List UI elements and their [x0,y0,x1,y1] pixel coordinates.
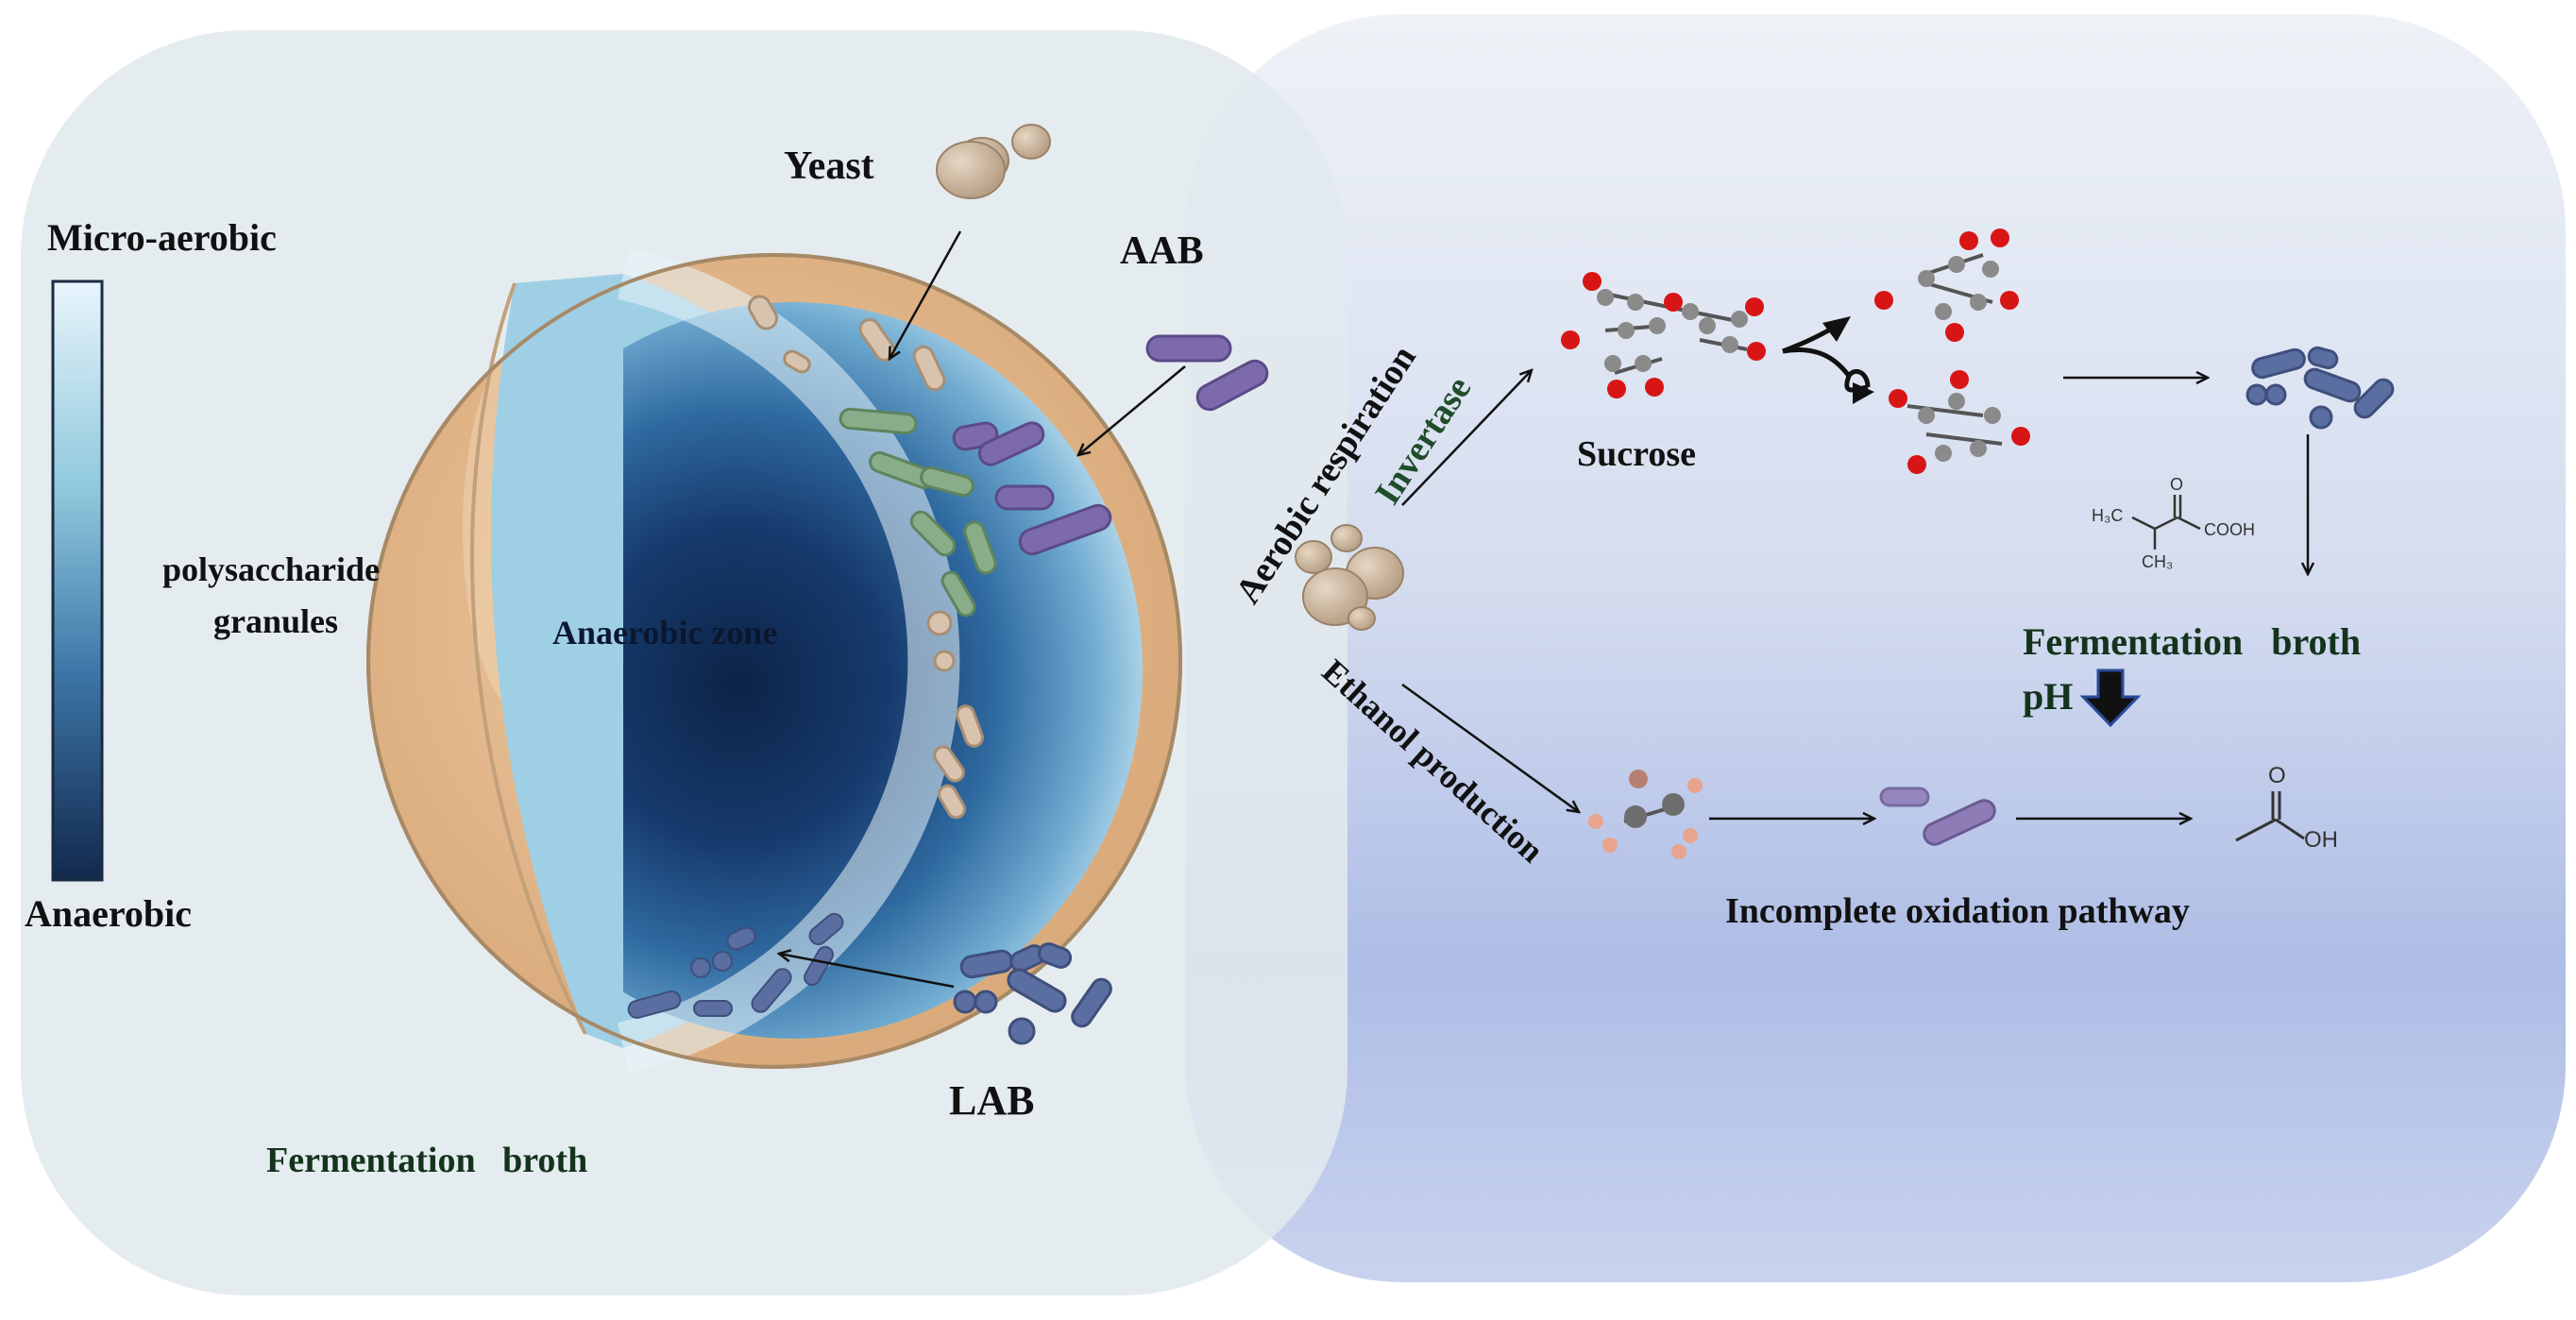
inner-lab-cells [627,912,844,1019]
aab-pathway-bacteria [1879,787,1996,846]
fermentation-broth-left-label: Fermentation broth [266,1141,588,1180]
yeast-cluster [1295,524,1404,631]
ethanol-molecule [1588,770,1703,859]
sucrose-molecule [1561,272,1766,398]
keto-acid-h3c-label: H₃C [2092,506,2124,525]
mixed-bacteria-right [2246,346,2395,430]
acetic-acid-structure [2235,791,2305,842]
keto-acid-ch3-label: CH₃ [2142,552,2174,571]
cell-sphere [366,248,1182,1074]
acetic-acid-o-label: O [2268,763,2286,788]
aab-label: AAB [1120,229,1204,273]
incomplete-oxidation-label: Incomplete oxidation pathway [1725,891,2190,931]
acetic-acid-oh-label: OH [2304,827,2338,853]
right-arrows [1401,370,2308,819]
yeast-label: Yeast [784,144,874,188]
keto-acid-cooh-label: COOH [2204,520,2255,539]
inner-yeast-cells [748,295,984,820]
ph-label: pH [2023,675,2074,718]
left-arrows [779,230,1186,989]
aab-bacteria [952,334,1269,556]
monosaccharide-molecules [1874,228,2030,474]
sucrose-label: Sucrose [1577,434,1696,474]
right-panel [1185,14,2566,1282]
ph-decrease-arrow-icon [2079,668,2142,728]
split-arrow [1782,316,1874,404]
yeast-icon [936,124,1051,199]
granules-label: granules [213,602,339,640]
polysaccharide-label: polysaccharide [162,550,380,588]
keto-acid-structure [2131,495,2201,550]
micro-aerobic-label: Micro-aerobic [47,216,277,259]
keto-acid-o-label: O [2170,475,2184,494]
oxygen-gradient-bar [51,279,104,882]
lab-label: LAB [949,1077,1035,1124]
anaerobic-zone-label: Anaerobic zone [552,614,778,652]
green-bacteria [839,407,997,618]
lab-bacteria [953,942,1112,1045]
anaerobic-label: Anaerobic [25,892,193,935]
fermentation-broth-right-label: Fermentation broth [2023,620,2362,663]
